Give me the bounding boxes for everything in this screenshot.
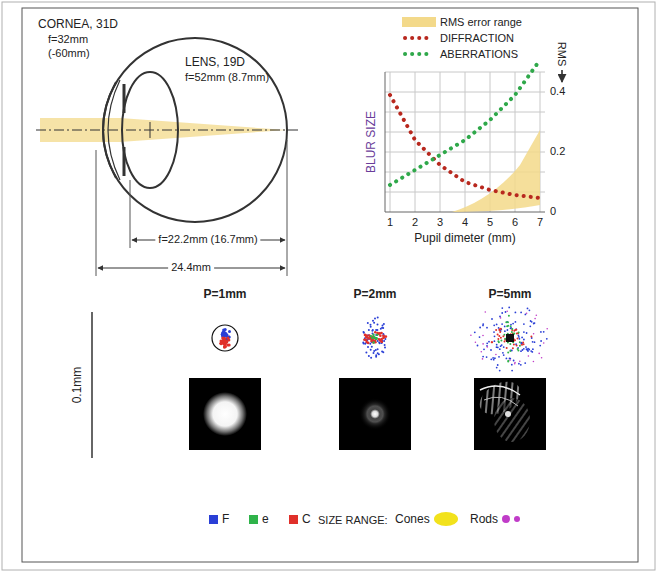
extension-line bbox=[130, 180, 131, 248]
axis-title: Pupil dimeter (mm) bbox=[414, 232, 515, 246]
focal-length: (-60mm) bbox=[48, 47, 90, 60]
psf-streaks bbox=[474, 378, 530, 442]
scale-bar bbox=[91, 312, 93, 458]
spot-diagrams bbox=[219, 307, 548, 372]
legend-swatch bbox=[209, 515, 218, 524]
legend-line-sample bbox=[402, 49, 436, 59]
chart-grid bbox=[385, 72, 545, 212]
legend-text: C bbox=[302, 512, 311, 526]
psf-image bbox=[474, 378, 546, 450]
optical-axis bbox=[36, 130, 300, 131]
airy-circle bbox=[212, 325, 238, 351]
inner-frame bbox=[22, 8, 638, 562]
psf-image bbox=[339, 378, 411, 450]
legend-item: Cones bbox=[395, 512, 462, 526]
scale-label: 0.1mm bbox=[71, 367, 85, 404]
dimension-label: 24.4mm bbox=[168, 261, 214, 274]
tick-label: 0.2 bbox=[550, 145, 565, 158]
axis-title: BLUR SIZE bbox=[365, 111, 379, 173]
legend-item: RMS error range bbox=[398, 16, 522, 28]
legend-item: Rods bbox=[470, 512, 524, 526]
tick-label: 3 bbox=[437, 216, 443, 229]
legend-item: DIFFRACTION bbox=[398, 32, 514, 44]
lens-label: LENS, 19D bbox=[185, 56, 245, 70]
diffraction-curve bbox=[390, 95, 540, 198]
tick-label: 5 bbox=[487, 216, 493, 229]
legend-text: ABERRATIONS bbox=[440, 48, 518, 60]
tick-label: 6 bbox=[512, 216, 518, 229]
legend-text: Cones bbox=[395, 512, 430, 526]
psf-blob bbox=[203, 392, 247, 436]
psf-halo bbox=[359, 398, 391, 430]
tick-label: 7 bbox=[537, 216, 543, 229]
legend-swatch bbox=[402, 17, 436, 27]
legend-swatch bbox=[249, 515, 258, 524]
pupil-label: P=5mm bbox=[488, 288, 531, 302]
legend-swatch bbox=[434, 512, 458, 526]
tick-label: 2 bbox=[412, 216, 418, 229]
legend-item: C bbox=[285, 512, 311, 526]
legend-text: Rods bbox=[470, 512, 498, 526]
cornea-label: CORNEA, 31D bbox=[38, 18, 118, 32]
aberrations-curve bbox=[390, 60, 540, 185]
legend-swatch bbox=[502, 515, 510, 523]
legend-swatch bbox=[289, 515, 298, 524]
legend-text: RMS error range bbox=[440, 16, 522, 28]
y-axis bbox=[385, 72, 386, 212]
tick-label: 0 bbox=[550, 205, 556, 218]
focal-length: f=52mm (8.7mm) bbox=[185, 71, 269, 84]
legend-line-sample bbox=[402, 33, 436, 43]
tick-label: 1 bbox=[387, 216, 393, 229]
extension-line bbox=[96, 150, 97, 276]
axis-title: RMS bbox=[556, 42, 569, 66]
legend-heading: SIZE RANGE: bbox=[318, 514, 388, 527]
pupil-label: P=1mm bbox=[203, 288, 246, 302]
rms-error-band bbox=[452, 130, 540, 212]
extension-line bbox=[287, 140, 288, 276]
nodal-mark bbox=[150, 122, 151, 138]
legend-item: F bbox=[205, 512, 229, 526]
legend-swatch-dot bbox=[514, 516, 520, 522]
legend-text: F bbox=[222, 512, 229, 526]
tick-label: 0.4 bbox=[550, 85, 565, 98]
rms-arrow bbox=[561, 70, 563, 82]
psf-blob bbox=[367, 406, 383, 422]
legend-text: DIFFRACTION bbox=[440, 32, 514, 44]
legend-item: e bbox=[245, 512, 269, 526]
focal-length: f=32mm bbox=[48, 33, 88, 46]
psf-image bbox=[189, 378, 261, 450]
dimension-label: f=22.2mm (16.7mm) bbox=[155, 233, 260, 246]
pupil-label: P=2mm bbox=[353, 288, 396, 302]
legend-text: e bbox=[262, 512, 269, 526]
tick-label: 4 bbox=[462, 216, 468, 229]
legend-item: ABERRATIONS bbox=[398, 48, 518, 60]
